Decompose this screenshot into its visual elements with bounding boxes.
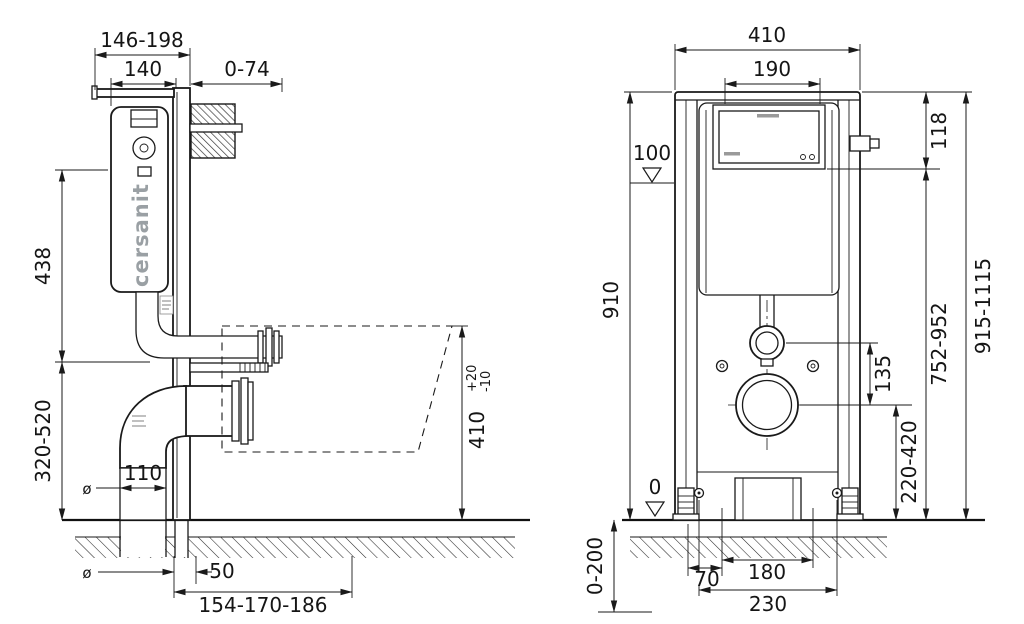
fixing-bolt-hole [806, 359, 820, 373]
plate-text-mark [724, 152, 740, 156]
dim-cistern-depth: 140 [124, 57, 162, 81]
dim-drain-offset: 135 [871, 355, 895, 393]
dim-lower-height-range: 320-520 [31, 399, 55, 483]
drain-elbow [119, 385, 187, 469]
top-bracket-end [91, 85, 98, 100]
floor-right [622, 518, 985, 558]
dim-bowl-tol-plus: +20 [465, 365, 480, 392]
dim-bowl-tol-minus: -10 [479, 371, 494, 392]
plate-logo-mark [757, 114, 779, 118]
soil-down-pipe [119, 467, 167, 521]
foot-base-left [672, 513, 700, 521]
diameter-symbol: ø [82, 480, 91, 498]
diameter-symbol: ø [82, 564, 91, 582]
level-mark-0: 0 [649, 475, 662, 499]
dim-plate-top-offset: 118 [927, 112, 951, 150]
front-view-dimensions: 410 190 118 752-952 915-1115 910 [583, 23, 995, 616]
dim-flush-pipe-diameter: 50 [209, 559, 234, 583]
level-triangle [644, 501, 666, 518]
floor-left [62, 518, 530, 558]
dim-drain-pipe-diameter: 110 [124, 461, 162, 485]
drain-bracket [734, 477, 802, 521]
flush-pipe-side [135, 291, 283, 367]
level-mark-100: 100 [633, 141, 671, 165]
valve-clip [137, 166, 152, 177]
cistern-side: cersanit [110, 106, 174, 315]
dim-bolt-spacing: 180 [748, 560, 786, 584]
dim-wall-offset-range: 0-74 [224, 57, 269, 81]
water-supply-valve [869, 138, 880, 149]
dim-outlet-depth-range: 154-170-186 [199, 593, 328, 617]
rail-profile [172, 87, 191, 521]
flush-pipe-clamp [760, 358, 774, 367]
water-supply-connector [849, 135, 871, 152]
dim-total-height-range: 915-1115 [971, 258, 995, 354]
flush-coupling-ring [257, 330, 264, 364]
level-triangle [641, 167, 663, 184]
drain-coupling-ring [231, 380, 240, 442]
front-view: 410 190 118 752-952 915-1115 910 [583, 23, 995, 616]
flush-valve-head [130, 109, 158, 128]
valve-cap [132, 136, 156, 160]
dim-plate-height-range: 752-952 [927, 302, 951, 386]
dim-plate-width: 190 [753, 57, 791, 81]
rail-foot [175, 521, 188, 557]
drain-end-cap [247, 381, 254, 441]
plate-screw [800, 154, 806, 160]
pipes-front [715, 295, 820, 521]
feet [672, 487, 864, 521]
brand-logo: cersanit [129, 183, 153, 287]
drain-outlet-pipe [183, 385, 235, 437]
cistern-front [698, 102, 880, 296]
flush-bend [135, 291, 283, 359]
top-bracket [95, 88, 175, 98]
floor-hatch [630, 537, 887, 558]
wall-anchor-rod [189, 123, 243, 133]
dim-top-width-range: 146-198 [100, 28, 184, 52]
side-view: cersanit [31, 28, 530, 617]
dim-frame-height: 910 [599, 281, 623, 319]
dim-leg-spacing: 230 [749, 592, 787, 616]
mounting-rod [189, 362, 269, 373]
drain-socket-inner [741, 379, 793, 431]
fixing-bolt-hole [715, 359, 729, 373]
side-view-dimensions: 146-198 140 0-74 438 320-520 ø 110 [31, 28, 494, 617]
flush-coupling-ring [273, 330, 280, 364]
dim-upper-height: 438 [31, 247, 55, 285]
foot-base-right [836, 513, 864, 521]
dim-bowl-height: 410 [465, 411, 489, 449]
dim-foot-extension-range: 0-200 [583, 537, 607, 595]
flush-coupling-ring [265, 327, 273, 367]
dim-frame-width: 410 [748, 23, 786, 47]
drain-coupling-ring [240, 377, 249, 445]
soil-pipe-through-slab [121, 521, 165, 557]
dim-drain-height-range: 220-420 [897, 420, 921, 504]
dim-supply-offset: 70 [694, 567, 719, 591]
plate-screw [809, 154, 815, 160]
drain-assembly [119, 377, 254, 521]
